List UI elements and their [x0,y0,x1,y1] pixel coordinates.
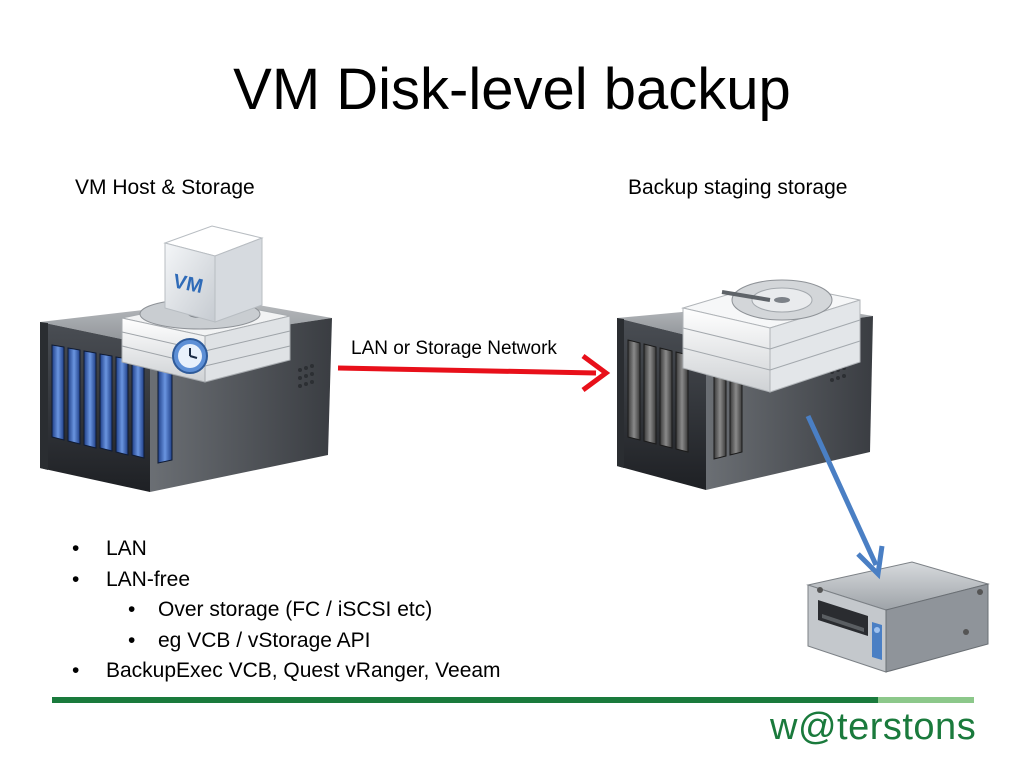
staging-server-icon [617,279,873,490]
bullet-list: •LAN •LAN-free •Over storage (FC / iSCSI… [72,534,501,687]
footer-bar [52,697,878,703]
waterstons-logo: w@terstons [770,706,977,748]
vm-host-label: VM Host & Storage [75,176,255,199]
hard-disk-icon [681,279,861,393]
bullet-item: •BackupExec VCB, Quest vRanger, Veeam [72,659,501,682]
clock-icon [172,338,208,374]
staging-storage-label: Backup staging storage [628,176,848,199]
bullet-item: •LAN-free [72,567,191,591]
network-label: LAN or Storage Network [351,338,557,359]
tape-drive-icon [806,561,990,673]
vm-cube-icon: VM [163,225,264,323]
slide-title: VM Disk-level backup [233,57,791,122]
bullet-item: •LAN [72,537,147,560]
backup-arrow [805,414,885,580]
footer-bar-accent [878,697,974,703]
sub-bullet-item: •eg VCB / vStorage API [128,628,371,652]
vm-host-server-icon: VM [40,225,332,492]
sub-bullet-item: •Over storage (FC / iSCSI etc) [128,598,433,621]
network-arrow [337,353,611,393]
